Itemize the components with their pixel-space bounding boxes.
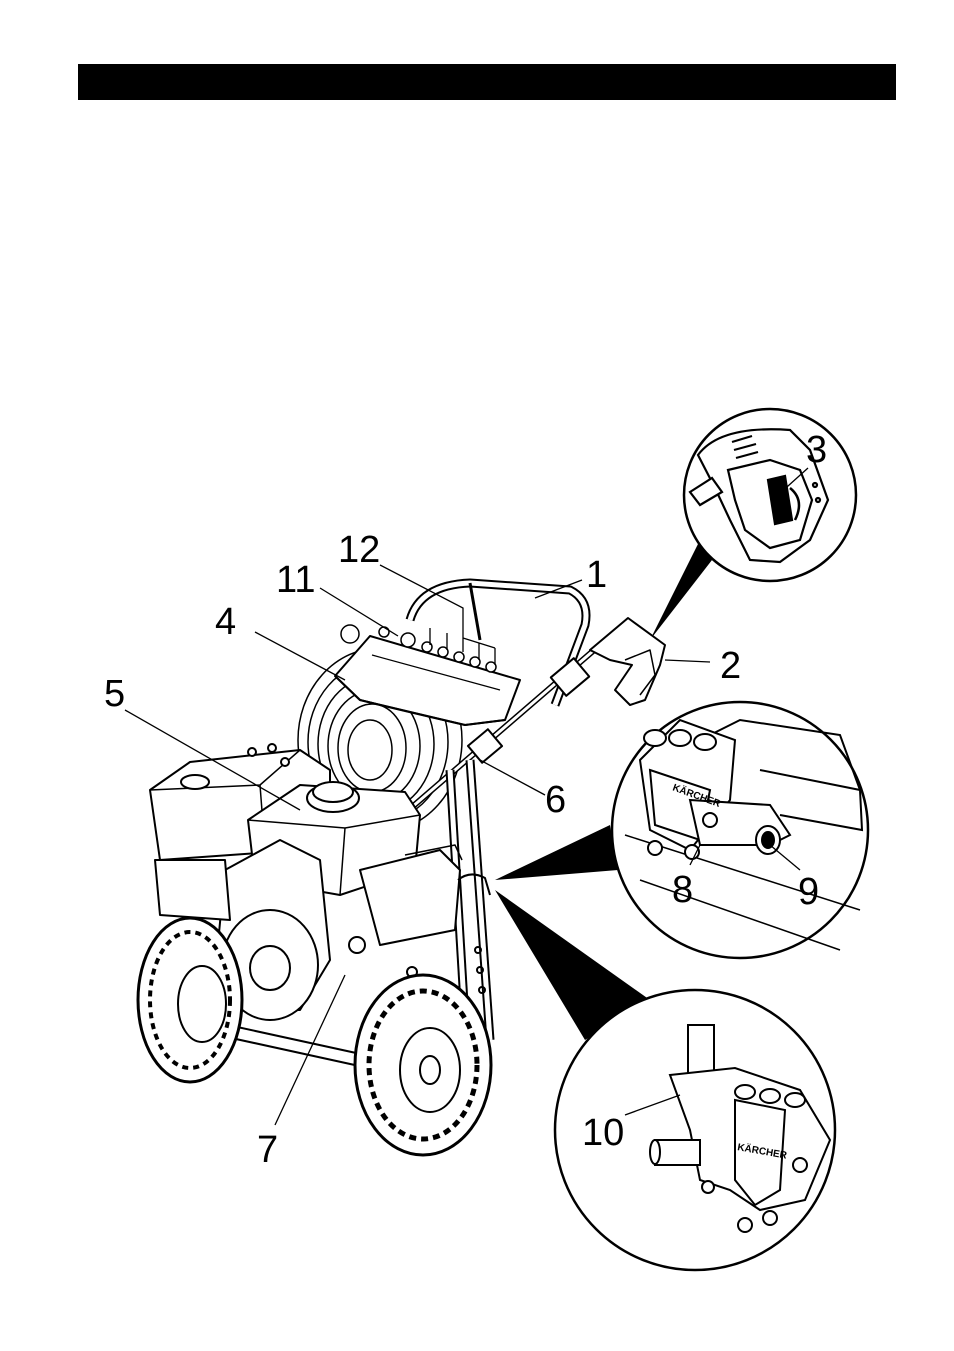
- callout-9: 9: [798, 871, 819, 913]
- callout-6: 6: [545, 779, 566, 821]
- wheel-right: [355, 975, 491, 1155]
- wheel-left: [138, 918, 242, 1082]
- callout-1: 1: [586, 554, 607, 596]
- detail-pump-outlet: KÄRCHER: [612, 702, 868, 958]
- callout-4: 4: [215, 601, 236, 643]
- callout-7: 7: [257, 1129, 278, 1171]
- callout-5: 5: [104, 673, 125, 715]
- callout-11: 11: [276, 559, 315, 601]
- detail-trigger-lock: [684, 409, 856, 581]
- control-panel: [335, 627, 520, 725]
- callout-12: 12: [338, 529, 380, 571]
- trigger-gun: [590, 618, 665, 705]
- callout-3: 3: [806, 429, 827, 471]
- callout-2: 2: [720, 645, 741, 687]
- callout-10: 10: [582, 1112, 624, 1154]
- callout-8: 8: [672, 869, 693, 911]
